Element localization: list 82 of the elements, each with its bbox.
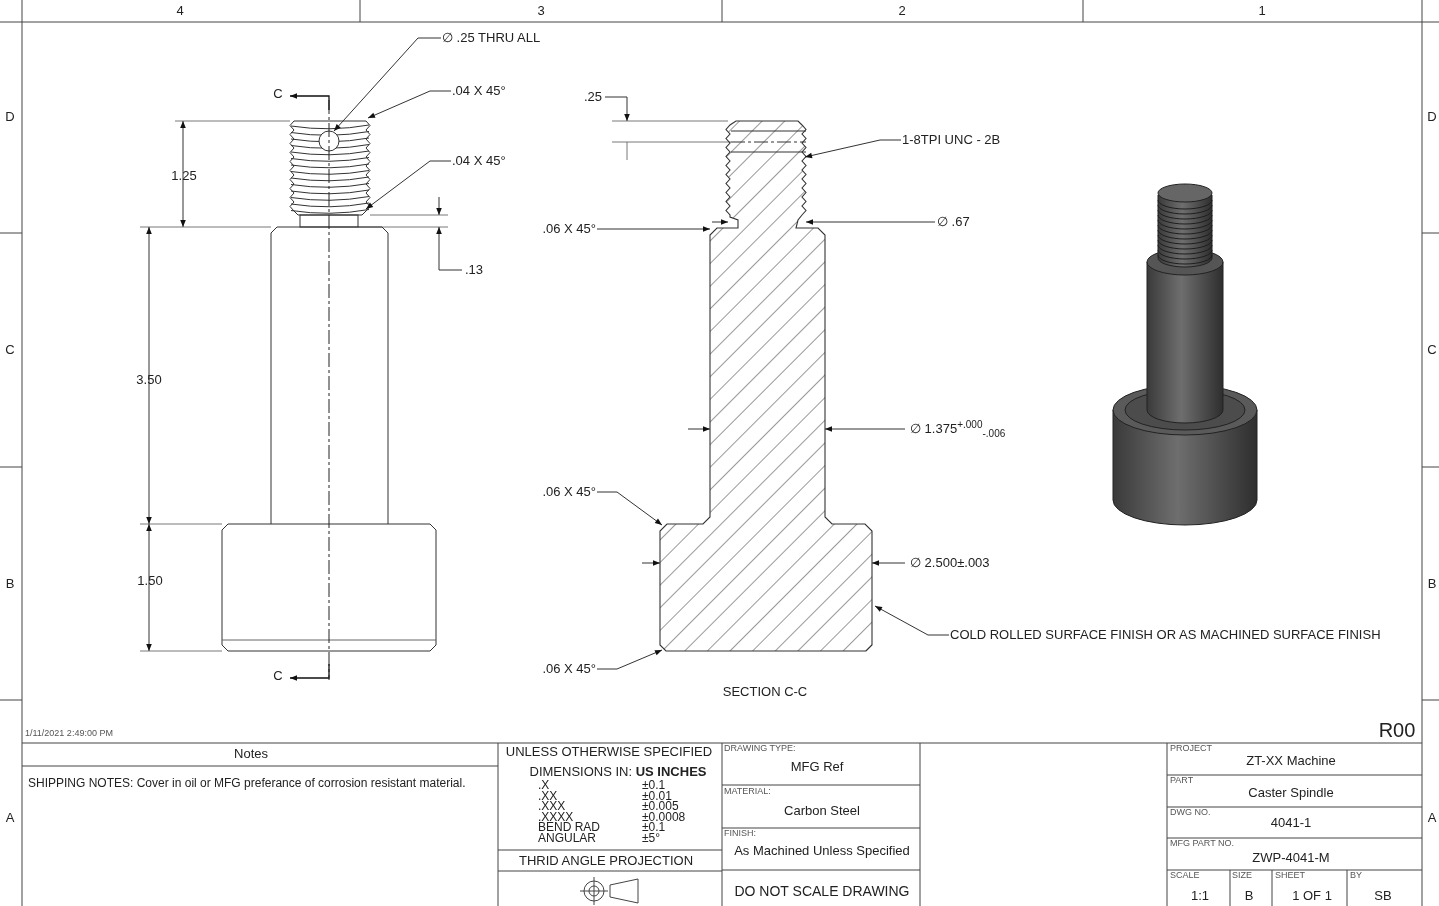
tolerance-value: ±0.01	[642, 789, 672, 802]
field-value: 1:1	[1190, 888, 1210, 904]
zone-letter: C	[5, 342, 15, 358]
dimension-value: ∅ .67	[937, 214, 970, 230]
spindle-section-drawing	[659, 120, 873, 652]
field-label: DWG NO.	[1170, 806, 1211, 818]
callout-text: .04 X 45°	[452, 83, 506, 99]
dimension-value: 1.50	[137, 573, 163, 589]
callout-text: ∅ .25 THRU ALL	[442, 30, 541, 46]
field-label: MFG PART NO.	[1170, 837, 1234, 849]
tolerance-format: ANGULAR	[538, 831, 596, 844]
dimension-value: .13	[464, 262, 484, 278]
field-value: 4041-1	[1270, 815, 1312, 831]
dimension-value: .25	[583, 89, 603, 105]
field-label: FINISH:	[724, 827, 756, 839]
leader-line	[365, 160, 452, 210]
callout-text: .06 X 45°	[542, 221, 596, 237]
leader-line	[874, 605, 950, 636]
tolerance-format: .XX	[538, 789, 558, 802]
callout-text: 1-8TPI UNC - 2B	[902, 132, 1001, 148]
note-text: SHIPPING NOTES: Cover in oil or MFG preferance of corrosion resistant material.	[28, 777, 466, 791]
dimension-value: ∅ 2.500±.003	[910, 555, 990, 571]
table-header: Notes	[234, 746, 268, 762]
warning-text: DO NOT SCALE DRAWING	[734, 882, 910, 900]
tolerance-heading: UNLESS OTHERWISE SPECIFIED	[505, 744, 713, 760]
field-value: MFG Ref	[790, 759, 844, 775]
callout-text: .04 X 45°	[452, 153, 506, 169]
field-value: ZT-XX Machine	[1246, 753, 1336, 769]
tolerance-value: ±0.005	[642, 800, 679, 812]
tolerance-value: ±0.0008	[642, 810, 686, 823]
field-label: SCALE	[1170, 869, 1200, 881]
field-label: SHEET	[1275, 869, 1305, 881]
projection-label: THRID ANGLE PROJECTION	[518, 853, 694, 869]
tolerance-format: .XXX	[538, 800, 566, 812]
zone-letter: D	[1427, 109, 1437, 125]
leader-line	[333, 37, 442, 132]
dimension-value: 3.50	[136, 372, 162, 388]
tolerance-format: .XXXX	[538, 810, 574, 823]
spindle-front-view-drawing	[221, 99, 437, 681]
view-title: SECTION C-C	[722, 684, 808, 700]
leader-line	[804, 139, 902, 159]
zone-letter: A	[1427, 810, 1437, 826]
field-value: ZWP-4041-M	[1252, 850, 1330, 866]
field-label: PART	[1170, 774, 1194, 786]
tolerance-format: BEND RAD	[538, 821, 600, 833]
leader-line	[596, 491, 663, 526]
field-value: SB	[1374, 888, 1392, 904]
section-letter: C	[273, 668, 283, 684]
zone-number: 4	[176, 3, 184, 19]
leader-line	[596, 226, 711, 232]
tolerance-format: .X	[538, 779, 550, 791]
field-label: DRAWING TYPE:	[724, 742, 796, 754]
field-value: 1 OF 1	[1292, 888, 1332, 904]
leader-line	[596, 649, 663, 670]
zone-letter: B	[1427, 576, 1437, 592]
field-label: BY	[1350, 869, 1362, 881]
revision-label: R00	[1378, 718, 1416, 742]
field-value: Caster Spindle	[1248, 785, 1334, 801]
zone-letter: A	[5, 810, 15, 826]
field-value: As Machined Unless Specified	[734, 843, 910, 859]
zone-letter: C	[1427, 342, 1437, 358]
field-label: SIZE	[1232, 869, 1252, 881]
callout-text: COLD ROLLED SURFACE FINISH OR AS MACHINED SURFACE FINISH	[950, 627, 1381, 643]
tolerance-value: ±0.1	[642, 779, 666, 791]
field-label: PROJECT	[1170, 742, 1212, 754]
zone-number: 3	[537, 3, 545, 19]
tolerance-value: ±5°	[642, 831, 661, 844]
field-value: Carbon Steel	[784, 803, 860, 819]
section-letter: C	[273, 86, 283, 102]
tolerance-value: ±0.1	[642, 821, 666, 833]
timestamp: 1/11/2021 2:49:00 PM	[25, 727, 113, 739]
zone-number: 2	[898, 3, 906, 19]
field-label: MATERIAL:	[724, 785, 771, 797]
callout-text: .06 X 45°	[542, 484, 596, 500]
leader-line	[367, 90, 452, 119]
zone-letter: D	[5, 109, 15, 125]
callout-text: .06 X 45°	[542, 661, 596, 677]
zone-letter: B	[5, 576, 15, 592]
zone-number: 1	[1258, 3, 1266, 19]
dimension-value: 1.25	[171, 168, 197, 184]
units-text: DIMENSIONS IN: US INCHES	[529, 764, 707, 780]
field-value: B	[1244, 888, 1254, 904]
